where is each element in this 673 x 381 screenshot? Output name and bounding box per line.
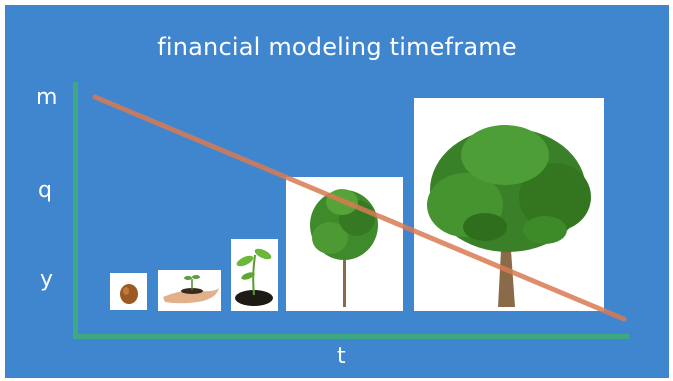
- x-axis-label: t: [337, 344, 346, 369]
- stage-acorn-seed: [110, 273, 147, 310]
- y-label-y: y: [40, 267, 54, 292]
- x-axis-line: [73, 334, 629, 339]
- y-label-q: q: [38, 178, 52, 203]
- axes: [73, 82, 629, 339]
- y-axis-line: [73, 82, 78, 339]
- stage-mature-tree: [414, 98, 604, 311]
- stage-sprout-in-soil: [231, 239, 278, 311]
- trend-line: [92, 94, 627, 322]
- growth-illustration: [73, 82, 629, 339]
- slide-canvas: financial modeling timeframe m q y t: [5, 5, 669, 378]
- y-label-m: m: [36, 85, 58, 110]
- slide-title: financial modeling timeframe: [157, 33, 517, 61]
- stage-seedling-in-hand: [158, 270, 221, 311]
- stage-young-tree: [286, 177, 403, 311]
